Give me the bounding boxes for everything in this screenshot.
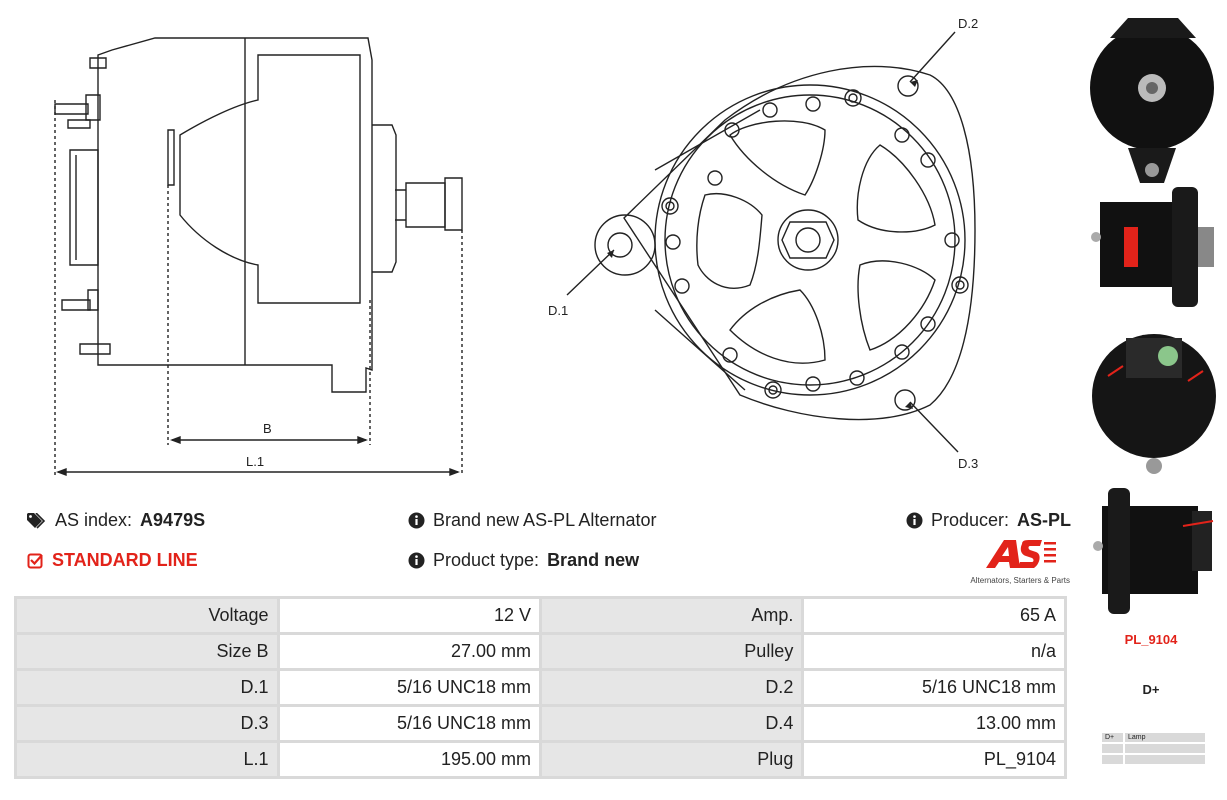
table-row: D.1 5/16 UNC18 mm D.2 5/16 UNC18 mm — [17, 671, 1064, 704]
pin-cell: D+ — [1102, 733, 1123, 742]
plug-pinout-table: D+ Lamp — [1102, 733, 1205, 766]
product-photo-side-2[interactable] — [1088, 486, 1220, 616]
table-row — [1102, 755, 1205, 764]
pin-function-cell — [1125, 755, 1205, 764]
pin-cell — [1102, 755, 1123, 764]
dim-label-b: B — [263, 421, 272, 436]
as-index-label: AS index: — [55, 510, 133, 530]
spec-label: Size B — [17, 635, 277, 668]
product-photo-rear[interactable] — [1088, 316, 1220, 482]
spec-value: 5/16 UNC18 mm — [279, 707, 539, 740]
spec-value: 12 V — [279, 599, 539, 632]
product-description: Brand new AS-PL Alternator — [408, 510, 656, 531]
as-index-value: A9479S — [140, 510, 206, 530]
plug-code: PL_9104 — [1124, 632, 1178, 647]
tags-icon — [27, 512, 46, 529]
product-photo-side[interactable] — [1088, 182, 1220, 312]
table-row: Voltage 12 V Amp. 65 A — [17, 599, 1064, 632]
pin-function-cell — [1125, 744, 1205, 753]
spec-value: 195.00 mm — [279, 743, 539, 776]
plug-terminal: D+ — [1142, 682, 1160, 697]
dim-label-d3: D.3 — [958, 456, 978, 471]
as-logo-mark — [986, 540, 1056, 568]
table-row — [1102, 744, 1205, 753]
spec-label: Amp. — [541, 599, 802, 632]
pin-function-cell: Lamp — [1125, 733, 1205, 742]
spec-value: 5/16 UNC18 mm — [279, 671, 539, 704]
dim-label-d2: D.2 — [958, 16, 978, 31]
spec-value: 27.00 mm — [279, 635, 539, 668]
spec-label: D.1 — [17, 671, 277, 704]
specs-table: Voltage 12 V Amp. 65 A Size B 27.00 mm P… — [14, 596, 1067, 779]
info-icon — [408, 552, 425, 569]
table-row: Size B 27.00 mm Pulley n/a — [17, 635, 1064, 668]
spec-label: L.1 — [17, 743, 277, 776]
dim-label-d1: D.1 — [548, 303, 568, 318]
table-row: L.1 195.00 mm Plug PL_9104 — [17, 743, 1064, 776]
info-icon — [408, 512, 425, 529]
spec-label: Voltage — [17, 599, 277, 632]
producer-value: AS-PL — [1017, 510, 1072, 530]
table-row: D+ Lamp — [1102, 733, 1205, 742]
technical-drawing: B L.1 D.1 D.2 D.3 — [54, 16, 978, 477]
description-text: Brand new AS-PL Alternator — [433, 510, 657, 530]
spec-value: 5/16 UNC18 mm — [804, 671, 1064, 704]
as-index: AS index: A9479S — [27, 510, 205, 531]
product-photo-front[interactable] — [1088, 8, 1220, 184]
standard-line-label: STANDARD LINE — [52, 550, 198, 570]
dim-label-l1: L.1 — [246, 454, 264, 469]
producer: Producer: AS-PL — [906, 510, 1071, 531]
checkbox-icon — [27, 553, 43, 569]
product-type-value: Brand new — [547, 550, 640, 570]
product-type: Product type: Brand new — [408, 550, 639, 571]
spec-label: Pulley — [541, 635, 802, 668]
pin-cell — [1102, 744, 1123, 753]
as-pl-logo: Alternators, Starters & Parts — [964, 538, 1070, 585]
info-icon — [906, 512, 923, 529]
spec-label: D.3 — [17, 707, 277, 740]
spec-value: 65 A — [804, 599, 1064, 632]
spec-label: D.4 — [541, 707, 802, 740]
alternator-side-body — [97, 37, 373, 393]
table-row: D.3 5/16 UNC18 mm D.4 13.00 mm — [17, 707, 1064, 740]
standard-line: STANDARD LINE — [27, 550, 198, 571]
spec-value: PL_9104 — [804, 743, 1064, 776]
logo-tagline: Alternators, Starters & Parts — [970, 576, 1070, 585]
spec-label: Plug — [541, 743, 802, 776]
spec-value: n/a — [804, 635, 1064, 668]
product-type-label: Product type: — [433, 550, 540, 570]
spec-label: D.2 — [541, 671, 802, 704]
producer-label: Producer: — [931, 510, 1010, 530]
alternator-end-plate — [623, 65, 976, 421]
spec-value: 13.00 mm — [804, 707, 1064, 740]
